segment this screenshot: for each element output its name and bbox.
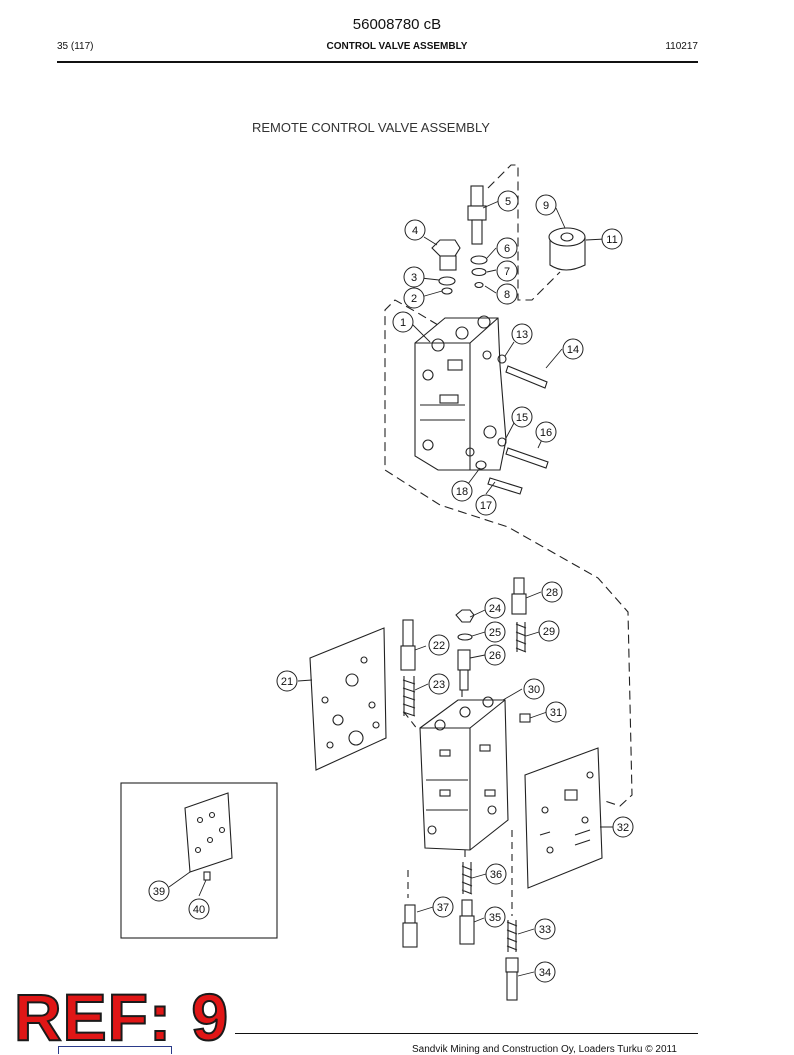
callout-label-22: 22 bbox=[433, 640, 445, 652]
callout-circle-25 bbox=[484, 621, 506, 643]
callout-label-35: 35 bbox=[489, 912, 501, 924]
callout-circle-37 bbox=[432, 896, 454, 918]
callout-label-25: 25 bbox=[489, 627, 501, 639]
callout-label-34: 34 bbox=[539, 967, 551, 979]
footer-copyright: Sandvik Mining and Construction Oy, Load… bbox=[412, 1044, 677, 1055]
callout-circle-13 bbox=[511, 323, 533, 345]
callout-circle-31 bbox=[545, 701, 567, 723]
diagram-title: REMOTE CONTROL VALVE ASSEMBLY bbox=[252, 120, 490, 135]
callout-label-4: 4 bbox=[412, 225, 418, 237]
callout-circle-22 bbox=[428, 634, 450, 656]
callout-circle-35 bbox=[484, 906, 506, 928]
assembly-dash-line-left bbox=[384, 299, 633, 807]
callout-label-18: 18 bbox=[456, 486, 468, 498]
callout-label-37: 37 bbox=[437, 902, 449, 914]
callout-label-14: 14 bbox=[567, 344, 579, 356]
doc-number: 56008780 cB bbox=[352, 16, 442, 33]
callout-label-16: 16 bbox=[540, 427, 552, 439]
callout-circle-26 bbox=[484, 644, 506, 666]
upper-valve-body bbox=[414, 315, 507, 471]
callout-label-26: 26 bbox=[489, 650, 501, 662]
callout-label-15: 15 bbox=[516, 412, 528, 424]
callout-label-3: 3 bbox=[411, 272, 417, 284]
callout-circle-28 bbox=[541, 581, 563, 603]
callout-circle-11 bbox=[601, 228, 623, 250]
callout-circle-34 bbox=[534, 961, 556, 983]
callout-circle-18 bbox=[451, 480, 473, 502]
callout-label-9: 9 bbox=[543, 200, 549, 212]
callout-label-31: 31 bbox=[550, 707, 562, 719]
ref-stamp: REF: 9 bbox=[13, 980, 230, 1054]
callout-circle-40 bbox=[188, 898, 210, 920]
callout-label-13: 13 bbox=[516, 329, 528, 341]
callout-circle-16 bbox=[535, 421, 557, 443]
callout-circle-29 bbox=[538, 620, 560, 642]
assembly-dash-line-upper bbox=[487, 164, 561, 301]
callout-circle-17 bbox=[475, 494, 497, 516]
callout-circle-33 bbox=[534, 918, 556, 940]
callout-label-30: 30 bbox=[528, 684, 540, 696]
callout-label-29: 29 bbox=[543, 626, 555, 638]
callout-label-24: 24 bbox=[489, 603, 501, 615]
callout-circle-39 bbox=[148, 880, 170, 902]
lower-valve-body bbox=[419, 696, 509, 851]
header-rule bbox=[57, 61, 698, 63]
callout-circle-9 bbox=[535, 194, 557, 216]
callout-label-6: 6 bbox=[504, 243, 510, 255]
gasket-plate-32 bbox=[524, 747, 603, 889]
leader-lines bbox=[168, 200, 613, 977]
callout-circle-30 bbox=[523, 678, 545, 700]
date-code: 110217 bbox=[665, 41, 698, 52]
callout-circle-6 bbox=[496, 237, 518, 259]
callout-label-17: 17 bbox=[480, 500, 492, 512]
callout-label-33: 33 bbox=[539, 924, 551, 936]
footer-logo bbox=[58, 1046, 172, 1054]
callout-label-2: 2 bbox=[411, 293, 417, 305]
callout-label-32: 32 bbox=[617, 822, 629, 834]
callout-circle-14 bbox=[562, 338, 584, 360]
callout-circle-8 bbox=[496, 283, 518, 305]
callout-circle-3 bbox=[403, 266, 425, 288]
gasket-plate-21 bbox=[309, 627, 387, 771]
callout-circle-32 bbox=[612, 816, 634, 838]
callout-circle-7 bbox=[496, 260, 518, 282]
callout-label-7: 7 bbox=[504, 266, 510, 278]
section-title: CONTROL VALVE ASSEMBLY bbox=[326, 41, 468, 52]
callout-label-40: 40 bbox=[193, 904, 205, 916]
inset-view bbox=[120, 782, 278, 939]
callout-circle-24 bbox=[484, 597, 506, 619]
callout-label-8: 8 bbox=[504, 289, 510, 301]
callout-label-5: 5 bbox=[505, 196, 511, 208]
callout-label-36: 36 bbox=[490, 869, 502, 881]
callout-circle-2 bbox=[403, 287, 425, 309]
lower-parts bbox=[400, 577, 531, 1001]
callout-circle-36 bbox=[485, 863, 507, 885]
callout-label-11: 11 bbox=[606, 234, 617, 246]
callout-label-39: 39 bbox=[153, 886, 165, 898]
assembly-dash-line-lower bbox=[403, 690, 513, 916]
callout-circle-4 bbox=[404, 219, 426, 241]
upper-parts bbox=[431, 185, 586, 495]
callout-circle-15 bbox=[511, 406, 533, 428]
callout-label-23: 23 bbox=[433, 679, 445, 691]
page-number: 35 (117) bbox=[57, 41, 94, 52]
callout-circle-1 bbox=[392, 311, 414, 333]
footer-rule bbox=[235, 1033, 698, 1034]
callout-circle-23 bbox=[428, 673, 450, 695]
callout-circle-21 bbox=[276, 670, 298, 692]
callout-circle-5 bbox=[497, 190, 519, 212]
callout-label-21: 21 bbox=[281, 676, 293, 688]
callout-label-28: 28 bbox=[546, 587, 558, 599]
callout-label-1: 1 bbox=[400, 317, 406, 329]
